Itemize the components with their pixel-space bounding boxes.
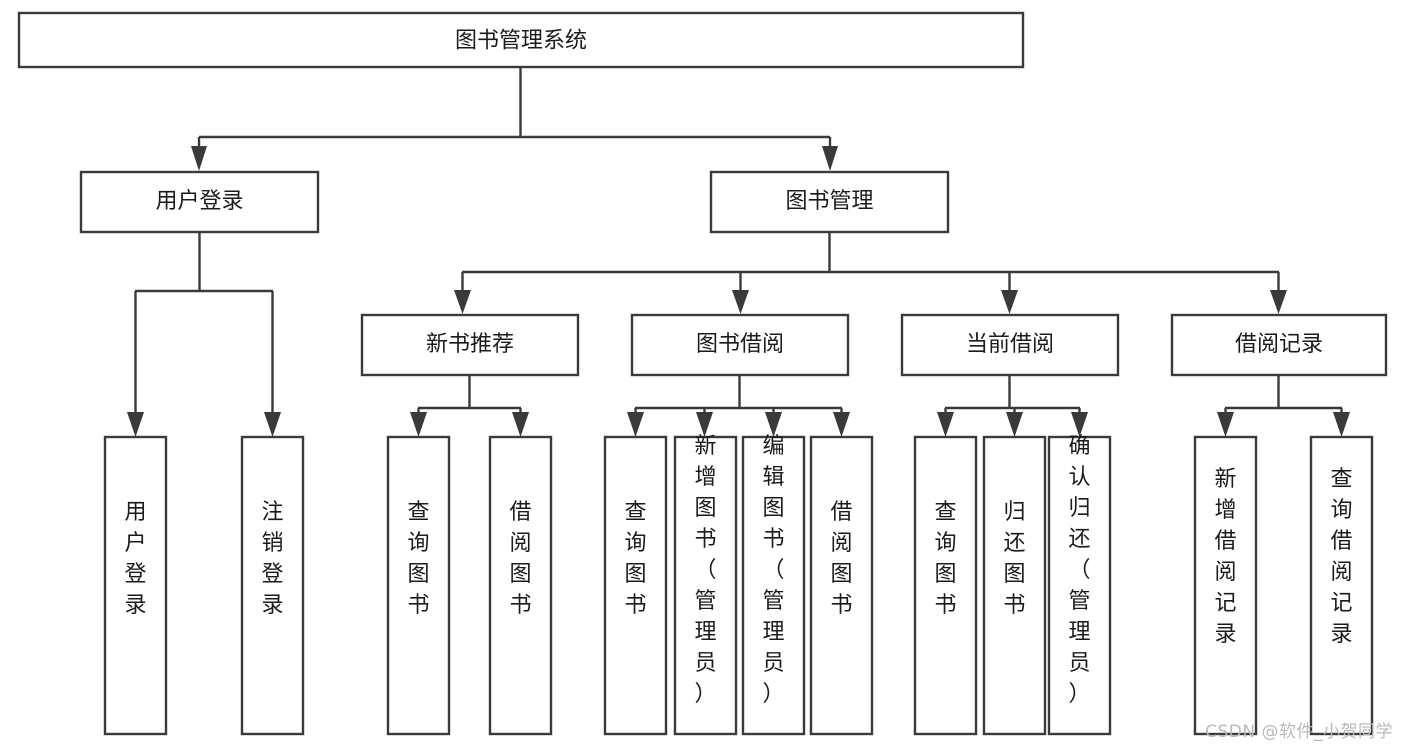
node-user-login[interactable]: 用户登录 xyxy=(79,170,320,234)
arrowhead-leaf-query-book-1 xyxy=(410,412,427,437)
arrowhead-book-management xyxy=(822,146,838,171)
node-borrow-record-label: 借阅记录 xyxy=(1235,332,1323,357)
node-leaf-return-book[interactable]: 归还图书 xyxy=(982,435,1047,736)
arrowhead-leaf-borrow-book-2 xyxy=(833,412,850,437)
node-borrow-record[interactable]: 借阅记录 xyxy=(1170,313,1388,377)
node-leaf-query-book-2[interactable]: 查询图书 xyxy=(603,435,668,736)
node-book-borrow[interactable]: 图书借阅 xyxy=(630,313,850,377)
arrowhead-leaf-confirm-return xyxy=(1071,412,1088,437)
arrowhead-new-book-recommend xyxy=(454,290,471,314)
node-current-borrow[interactable]: 当前借阅 xyxy=(900,313,1120,377)
node-leaf-query-record-box[interactable] xyxy=(1309,435,1374,736)
node-leaf-borrow-book-2[interactable]: 借阅图书 xyxy=(809,435,874,736)
arrowhead-user-login xyxy=(191,146,207,171)
node-root-box[interactable] xyxy=(17,11,1025,69)
node-leaf-borrow-book-1-box[interactable] xyxy=(488,435,553,736)
node-leaf-query-record-label: 查询借阅记录 xyxy=(1330,467,1352,647)
node-leaf-return-book-label: 归还图书 xyxy=(1003,500,1025,618)
csdn-watermark: CSDN @软件_小贺同学 xyxy=(1205,722,1393,742)
node-leaf-add-book[interactable]: 新增图书（管理员） xyxy=(673,434,738,736)
arrowhead-leaf-return-book xyxy=(1006,412,1023,437)
node-leaf-confirm-return-label: 确认归还（管理员） xyxy=(1068,434,1090,707)
node-root[interactable]: 图书管理系统 xyxy=(17,11,1025,69)
node-leaf-borrow-book-2-label: 借阅图书 xyxy=(830,500,852,618)
node-leaf-edit-book-box[interactable] xyxy=(741,435,806,736)
node-leaf-logout-login-label: 注销登录 xyxy=(261,500,283,618)
node-leaf-add-record-box[interactable] xyxy=(1193,435,1258,736)
node-leaf-query-book-3-box[interactable] xyxy=(913,435,978,736)
node-leaf-logout-login[interactable]: 注销登录 xyxy=(240,435,305,736)
node-leaf-confirm-return-box[interactable] xyxy=(1047,435,1112,736)
node-book-borrow-label: 图书借阅 xyxy=(696,332,784,357)
arrowhead-book-borrow xyxy=(732,290,749,314)
arrowhead-leaf-edit-book xyxy=(765,412,782,437)
arrowhead-leaf-query-book-2 xyxy=(627,412,644,437)
node-leaf-add-record[interactable]: 新增借阅记录 xyxy=(1193,435,1258,736)
node-borrow-record-box[interactable] xyxy=(1170,313,1388,377)
node-new-book-recommend-label: 新书推荐 xyxy=(426,332,514,357)
node-leaf-confirm-return[interactable]: 确认归还（管理员） xyxy=(1047,434,1112,736)
node-current-borrow-label: 当前借阅 xyxy=(966,332,1054,357)
arrowhead-borrow-record xyxy=(1270,290,1287,314)
node-leaf-add-record-label: 新增借阅记录 xyxy=(1214,467,1236,647)
arrowhead-leaf-query-record xyxy=(1333,412,1350,437)
node-leaf-query-book-3[interactable]: 查询图书 xyxy=(913,435,978,736)
node-leaf-borrow-book-2-box[interactable] xyxy=(809,435,874,736)
arrowhead-current-borrow xyxy=(1001,290,1018,314)
node-leaf-user-login-box[interactable] xyxy=(103,435,168,736)
connector-layer xyxy=(127,67,1350,437)
node-leaf-query-book-1[interactable]: 查询图书 xyxy=(386,435,451,736)
node-leaf-borrow-book-1[interactable]: 借阅图书 xyxy=(488,435,553,736)
node-current-borrow-box[interactable] xyxy=(900,313,1120,377)
arrowhead-leaf-borrow-book-1 xyxy=(512,412,529,437)
node-leaf-return-book-box[interactable] xyxy=(982,435,1047,736)
node-leaf-query-book-1-label: 查询图书 xyxy=(407,500,429,618)
arrowhead-leaf-user-login xyxy=(127,412,144,437)
node-leaf-user-login[interactable]: 用户登录 xyxy=(103,435,168,736)
node-leaf-add-book-label: 新增图书（管理员） xyxy=(694,434,716,707)
node-leaf-query-book-2-label: 查询图书 xyxy=(624,500,646,618)
node-book-borrow-box[interactable] xyxy=(630,313,850,377)
node-user-login-label: 用户登录 xyxy=(155,189,243,214)
node-leaf-edit-book[interactable]: 编辑图书（管理员） xyxy=(741,434,806,736)
node-leaf-user-login-label: 用户登录 xyxy=(124,500,146,618)
arrowhead-leaf-query-book-3 xyxy=(937,412,954,437)
node-leaf-logout-login-box[interactable] xyxy=(240,435,305,736)
arrowhead-leaf-add-record xyxy=(1217,412,1234,437)
node-leaf-query-book-2-box[interactable] xyxy=(603,435,668,736)
arrowhead-leaf-add-book xyxy=(696,412,713,437)
node-leaf-add-book-box[interactable] xyxy=(673,435,738,736)
node-user-login-box[interactable] xyxy=(79,170,320,234)
node-book-management-label: 图书管理 xyxy=(785,189,873,214)
node-root-label: 图书管理系统 xyxy=(455,29,587,54)
node-new-book-recommend-box[interactable] xyxy=(360,313,580,377)
node-leaf-query-book-3-label: 查询图书 xyxy=(934,500,956,618)
node-leaf-query-book-1-box[interactable] xyxy=(386,435,451,736)
node-leaf-borrow-book-1-label: 借阅图书 xyxy=(509,500,531,618)
node-new-book-recommend[interactable]: 新书推荐 xyxy=(360,313,580,377)
arrowhead-leaf-logout-login xyxy=(264,412,281,437)
node-leaf-edit-book-label: 编辑图书（管理员） xyxy=(762,434,784,707)
node-leaf-query-record[interactable]: 查询借阅记录 xyxy=(1309,435,1374,736)
node-book-management-box[interactable] xyxy=(709,170,950,234)
node-book-management[interactable]: 图书管理 xyxy=(709,170,950,234)
